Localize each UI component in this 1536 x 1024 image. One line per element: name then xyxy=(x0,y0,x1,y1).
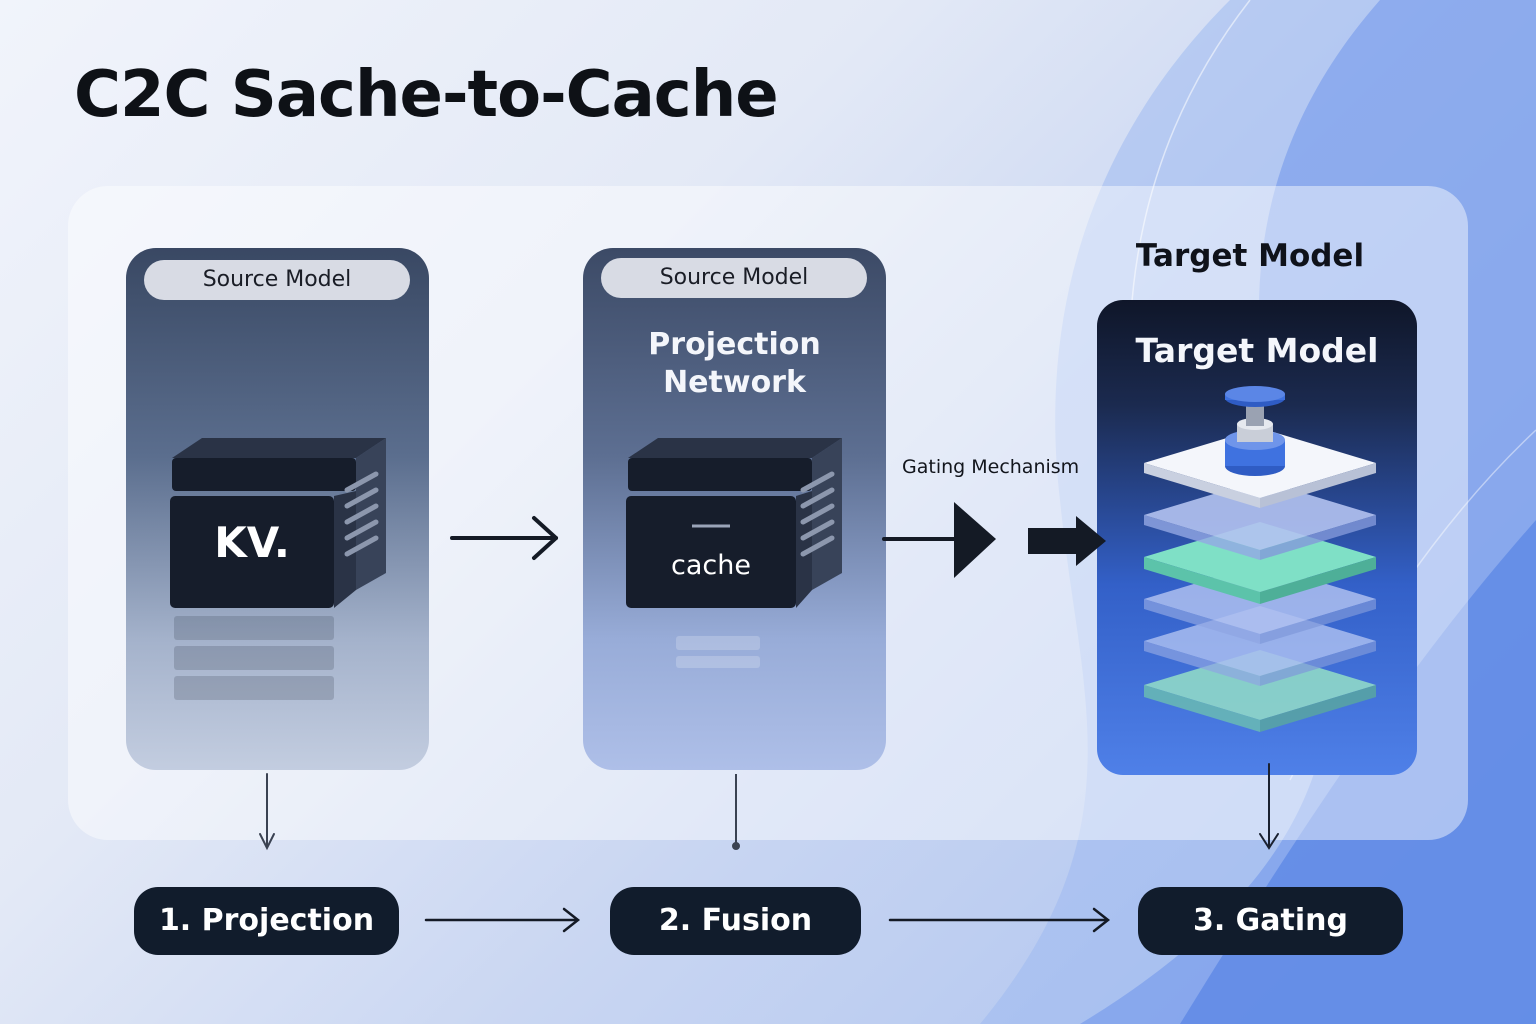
kv-block-label: KV. xyxy=(214,518,290,567)
cache-block-icon xyxy=(626,438,842,668)
cache-block-label: cache xyxy=(671,550,751,581)
server-block-icon xyxy=(170,438,386,700)
diagram-title: C2C Sache-to-Cache xyxy=(74,58,779,132)
projection-heading-line2: Network xyxy=(663,365,806,400)
projection-heading-line1: Projection xyxy=(648,327,821,362)
step-fusion: 2. Fusion xyxy=(610,887,861,955)
target-model-heading: Target Model xyxy=(1135,238,1365,274)
target-model-inner-label: Target Model xyxy=(1135,331,1379,370)
valve-icon xyxy=(1225,386,1285,476)
projection-source-pill: Source Model xyxy=(601,258,867,298)
step-projection: 1. Projection xyxy=(134,887,399,955)
source-model-pill: Source Model xyxy=(144,260,410,300)
gating-mechanism-label: Gating Mechanism xyxy=(902,456,1080,478)
step-gating: 3. Gating xyxy=(1138,887,1403,955)
layer-1 xyxy=(1144,480,1376,560)
layer-stack-icon xyxy=(1144,428,1376,732)
